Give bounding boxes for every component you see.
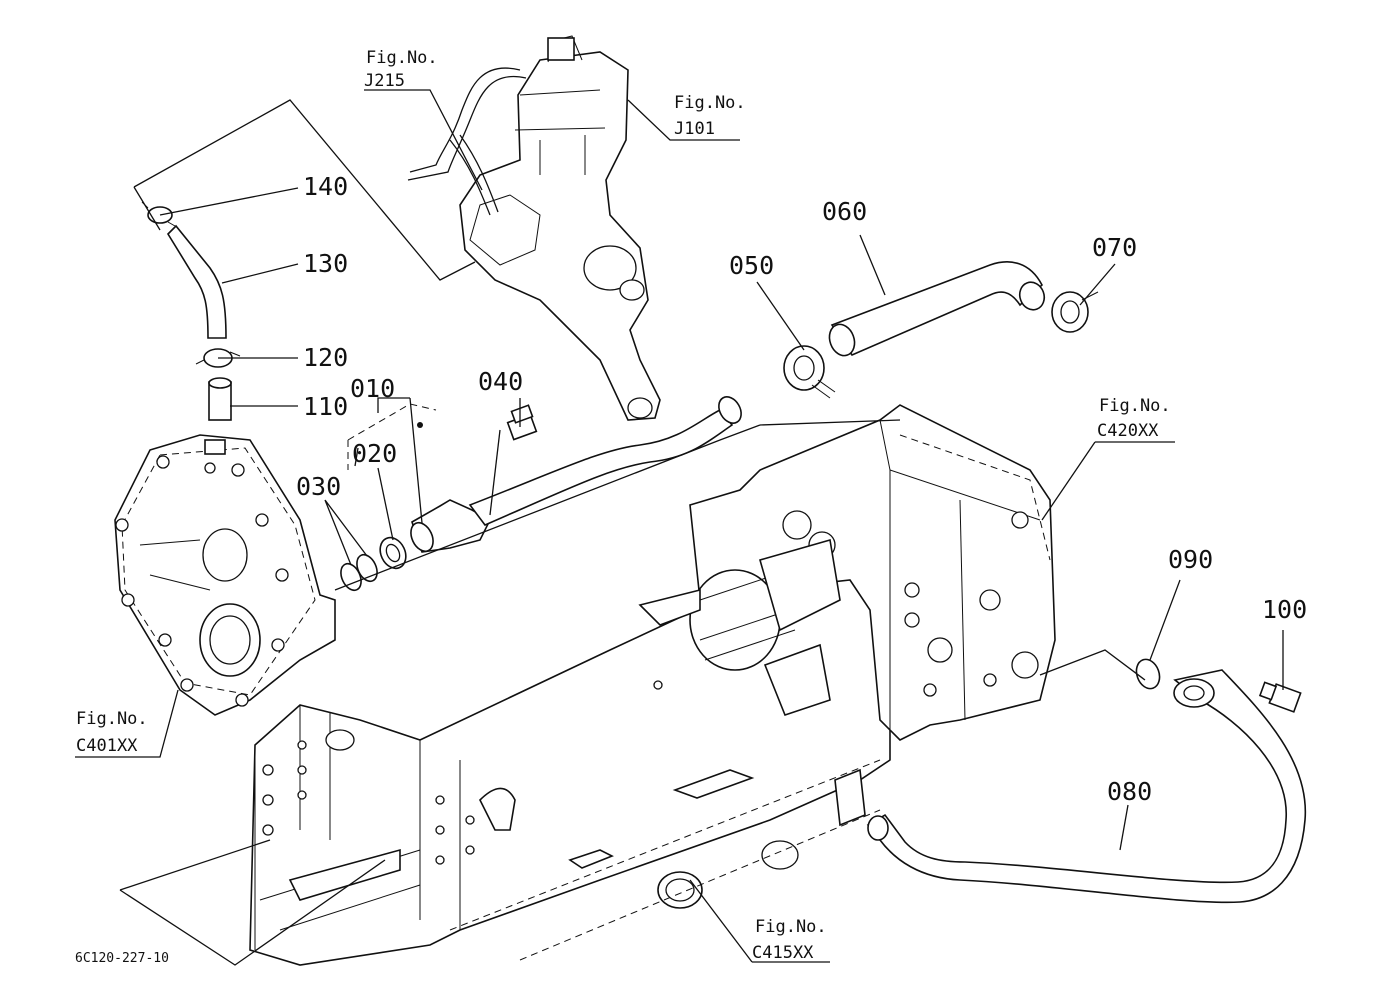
fig-label-c415: Fig.No.	[755, 917, 827, 937]
part-130-hose	[166, 224, 227, 339]
steering-unit-drawing	[407, 35, 661, 421]
label-080: 080	[1107, 777, 1152, 806]
part-140-clamp	[141, 201, 176, 227]
label-010: 010	[350, 374, 395, 403]
label-020: 020	[352, 439, 397, 468]
fig-ref-j101: J101	[674, 119, 715, 139]
part-110-pipe	[208, 377, 232, 421]
leader-lines	[75, 89, 1284, 966]
part-060-hose	[828, 261, 1046, 357]
part-070-clamp	[1051, 291, 1099, 333]
fig-label-j215: Fig.No.	[366, 48, 438, 68]
part-020-collar	[379, 536, 407, 570]
figure-references: Fig.No. J215 Fig.No. J101 Fig.No. C420XX…	[76, 48, 1171, 963]
label-120: 120	[303, 343, 348, 372]
part-030-o-rings	[340, 553, 378, 592]
fig-label-c401: Fig.No.	[76, 709, 148, 729]
part-040-plug	[506, 404, 538, 441]
label-130: 130	[303, 249, 348, 278]
part-050-clamp	[783, 345, 836, 399]
label-140: 140	[303, 172, 348, 201]
fig-ref-c420: C420XX	[1097, 421, 1159, 441]
part-010-pipe	[410, 396, 742, 553]
label-050: 050	[729, 251, 774, 280]
drawing-code: 6C120-227-10	[75, 951, 169, 966]
label-070: 070	[1092, 233, 1137, 262]
part-080-pipe	[866, 669, 1307, 904]
part-number-labels: 140 130 120 110 010 020 030 040 050 060 …	[296, 172, 1307, 806]
label-090: 090	[1168, 545, 1213, 574]
label-040: 040	[478, 367, 523, 396]
fig-label-c420: Fig.No.	[1099, 396, 1171, 416]
label-060: 060	[822, 197, 867, 226]
part-100-plug	[1258, 681, 1302, 713]
part-090-o-ring	[1135, 658, 1161, 690]
fig-label-j101: Fig.No.	[674, 93, 746, 113]
label-030: 030	[296, 472, 341, 501]
transmission-case-drawing	[638, 404, 1056, 827]
label-110: 110	[303, 392, 348, 421]
fig-ref-c415: C415XX	[752, 943, 814, 963]
fig-ref-j215: J215	[364, 71, 405, 91]
label-100: 100	[1262, 595, 1307, 624]
front-housing-drawing	[114, 434, 336, 716]
fig-ref-c401: C401XX	[76, 736, 138, 756]
